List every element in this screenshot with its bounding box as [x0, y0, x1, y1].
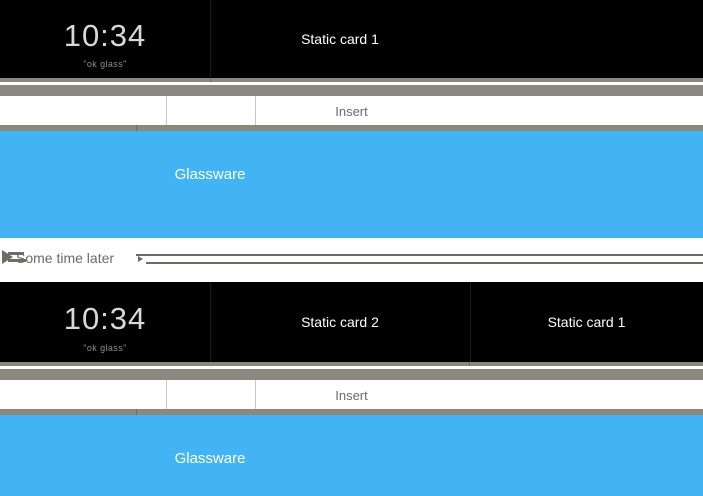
insert-label-bottom: Insert [335, 388, 368, 403]
insert-tick-right-2 [255, 380, 256, 409]
insert-tick-left-2 [166, 380, 167, 409]
ruler-bar-top-right-2 [470, 362, 703, 366]
glassware-block-top[interactable]: Glassware [0, 131, 703, 238]
card-divider [210, 282, 211, 362]
glassware-label-top: Glassware [174, 166, 246, 183]
static-card-1-bottom-label: Static card 1 [547, 314, 626, 330]
ruler-tick [210, 78, 211, 82]
ruler-bar-bottom-2 [0, 409, 703, 415]
insert-tick-right [255, 96, 256, 125]
static-card-1-bottom[interactable]: Static card 1 [470, 282, 703, 362]
ruler-gap [0, 82, 703, 85]
static-card-2-bottom-label: Static card 2 [301, 314, 379, 330]
insert-label-top: Insert [335, 104, 368, 119]
card-divider [470, 282, 471, 362]
arrow-left-shaft-2 [8, 259, 26, 262]
arrow-right-shaft-2 [146, 262, 703, 264]
ruler-bar-top-right [211, 78, 703, 82]
clock-card-top: 10:34 "ok glass" [0, 0, 210, 78]
ruler-tick-4 [136, 409, 137, 415]
ruler-tick-3 [469, 362, 470, 366]
static-card-1-top-label: Static card 1 [301, 31, 379, 47]
static-card-1-top[interactable]: Static card 1 [210, 0, 470, 78]
insert-row-top: Insert [0, 96, 703, 125]
ruler-bar-top-left-2 [0, 362, 469, 366]
clock-time-top: 10:34 [63, 18, 147, 53]
card-divider [210, 0, 211, 78]
ruler-bar-thick-bottom [0, 369, 703, 380]
some-time-later-label: Some time later [16, 250, 115, 266]
ruler-bar-top-left [0, 78, 210, 82]
static-card-2-bottom[interactable]: Static card 2 [210, 282, 470, 362]
ruler-gap-2 [0, 366, 703, 369]
arrow-right-tip-icon [138, 256, 143, 262]
ruler-tick-2 [136, 125, 137, 131]
clock-time-bottom: 10:34 [63, 301, 147, 336]
glassware-block-bottom[interactable]: Glassware [0, 415, 703, 496]
some-time-later-divider: Some time later [0, 238, 703, 280]
arrow-right-shaft-icon [136, 254, 703, 256]
clock-hint-top: "ok glass" [83, 59, 127, 69]
clock-card-bottom: 10:34 "ok glass" [0, 282, 210, 362]
timeline-strip-top: 10:34 "ok glass" Static card 1 [0, 0, 703, 78]
ruler-bar-thick-top [0, 85, 703, 96]
insert-row-bottom: Insert [0, 380, 703, 409]
clock-hint-bottom: "ok glass" [83, 343, 127, 353]
glassware-label-bottom: Glassware [174, 450, 246, 467]
insert-tick-left [166, 96, 167, 125]
ruler-bar-bottom-top [0, 125, 703, 131]
arrow-left-shaft [8, 252, 24, 255]
timeline-strip-bottom: 10:34 "ok glass" Static card 2 Static ca… [0, 282, 703, 362]
